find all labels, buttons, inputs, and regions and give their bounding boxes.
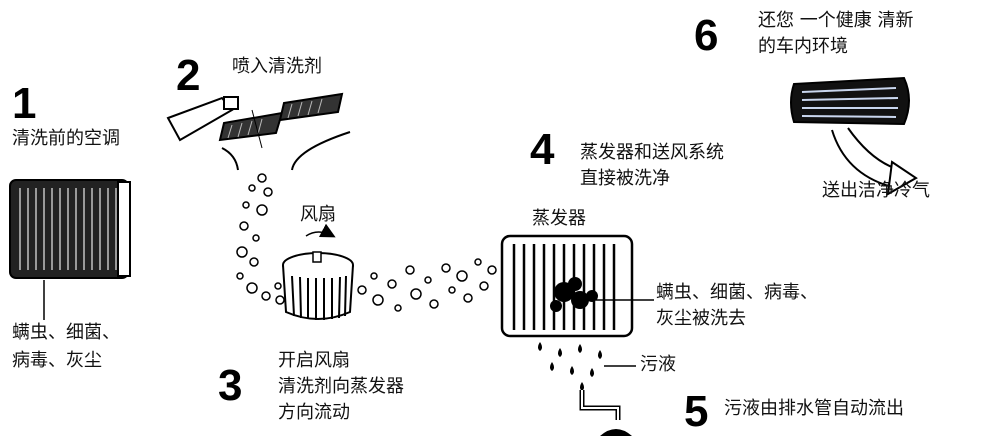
- fan-drum-icon: [282, 223, 354, 320]
- spray-can-icon: [166, 92, 351, 171]
- clean-air-vent-icon: [790, 76, 918, 196]
- drain-pipe-icon: [579, 390, 632, 436]
- step-3-caption-line-3: 方向流动: [278, 402, 350, 423]
- step-5-caption: 污液由排水管自动流出: [724, 398, 904, 419]
- evaporator-icon: [500, 234, 654, 338]
- evaporator-note-line-2: 灰尘被洗去: [656, 308, 746, 329]
- step-3-caption-line-2: 清洗剂向蒸发器: [278, 376, 404, 397]
- step-3-number: 3: [218, 361, 243, 410]
- dirty-ac-unit-icon: [9, 179, 131, 320]
- step-3-caption-line-1: 开启风扇: [278, 350, 350, 371]
- step-4-number: 4: [530, 125, 555, 174]
- step-4-caption-line-2: 直接被洗净: [580, 168, 670, 189]
- spray-droplets: [236, 173, 285, 305]
- step-1-note-line-1: 螨虫、细菌、: [12, 322, 120, 343]
- droplet-stream: [357, 258, 497, 312]
- step-2-caption: 喷入清洗剂: [232, 56, 322, 77]
- waste-drips: [538, 342, 636, 391]
- evaporator-note-line-1: 螨虫、细菌、病毒、: [656, 282, 818, 303]
- step-6-caption-line-2: 的车内环境: [758, 36, 848, 57]
- step-4-caption-line-1: 蒸发器和送风系统: [580, 142, 724, 163]
- waste-liquid-label: 污液: [640, 354, 676, 375]
- step-5-number: 5: [684, 387, 709, 436]
- evaporator-label: 蒸发器: [532, 208, 586, 229]
- clean-air-label: 送出洁净冷气: [822, 180, 930, 201]
- step-6-number: 6: [694, 11, 719, 60]
- step-6-caption-line-1: 还您 一个健康 清新: [758, 10, 914, 31]
- step-1-note-line-2: 病毒、灰尘: [12, 350, 102, 371]
- step-2-number: 2: [176, 51, 201, 100]
- step-1-number: 1: [12, 79, 37, 128]
- fan-label: 风扇: [300, 204, 336, 225]
- step-1-caption: 清洗前的空调: [12, 128, 120, 149]
